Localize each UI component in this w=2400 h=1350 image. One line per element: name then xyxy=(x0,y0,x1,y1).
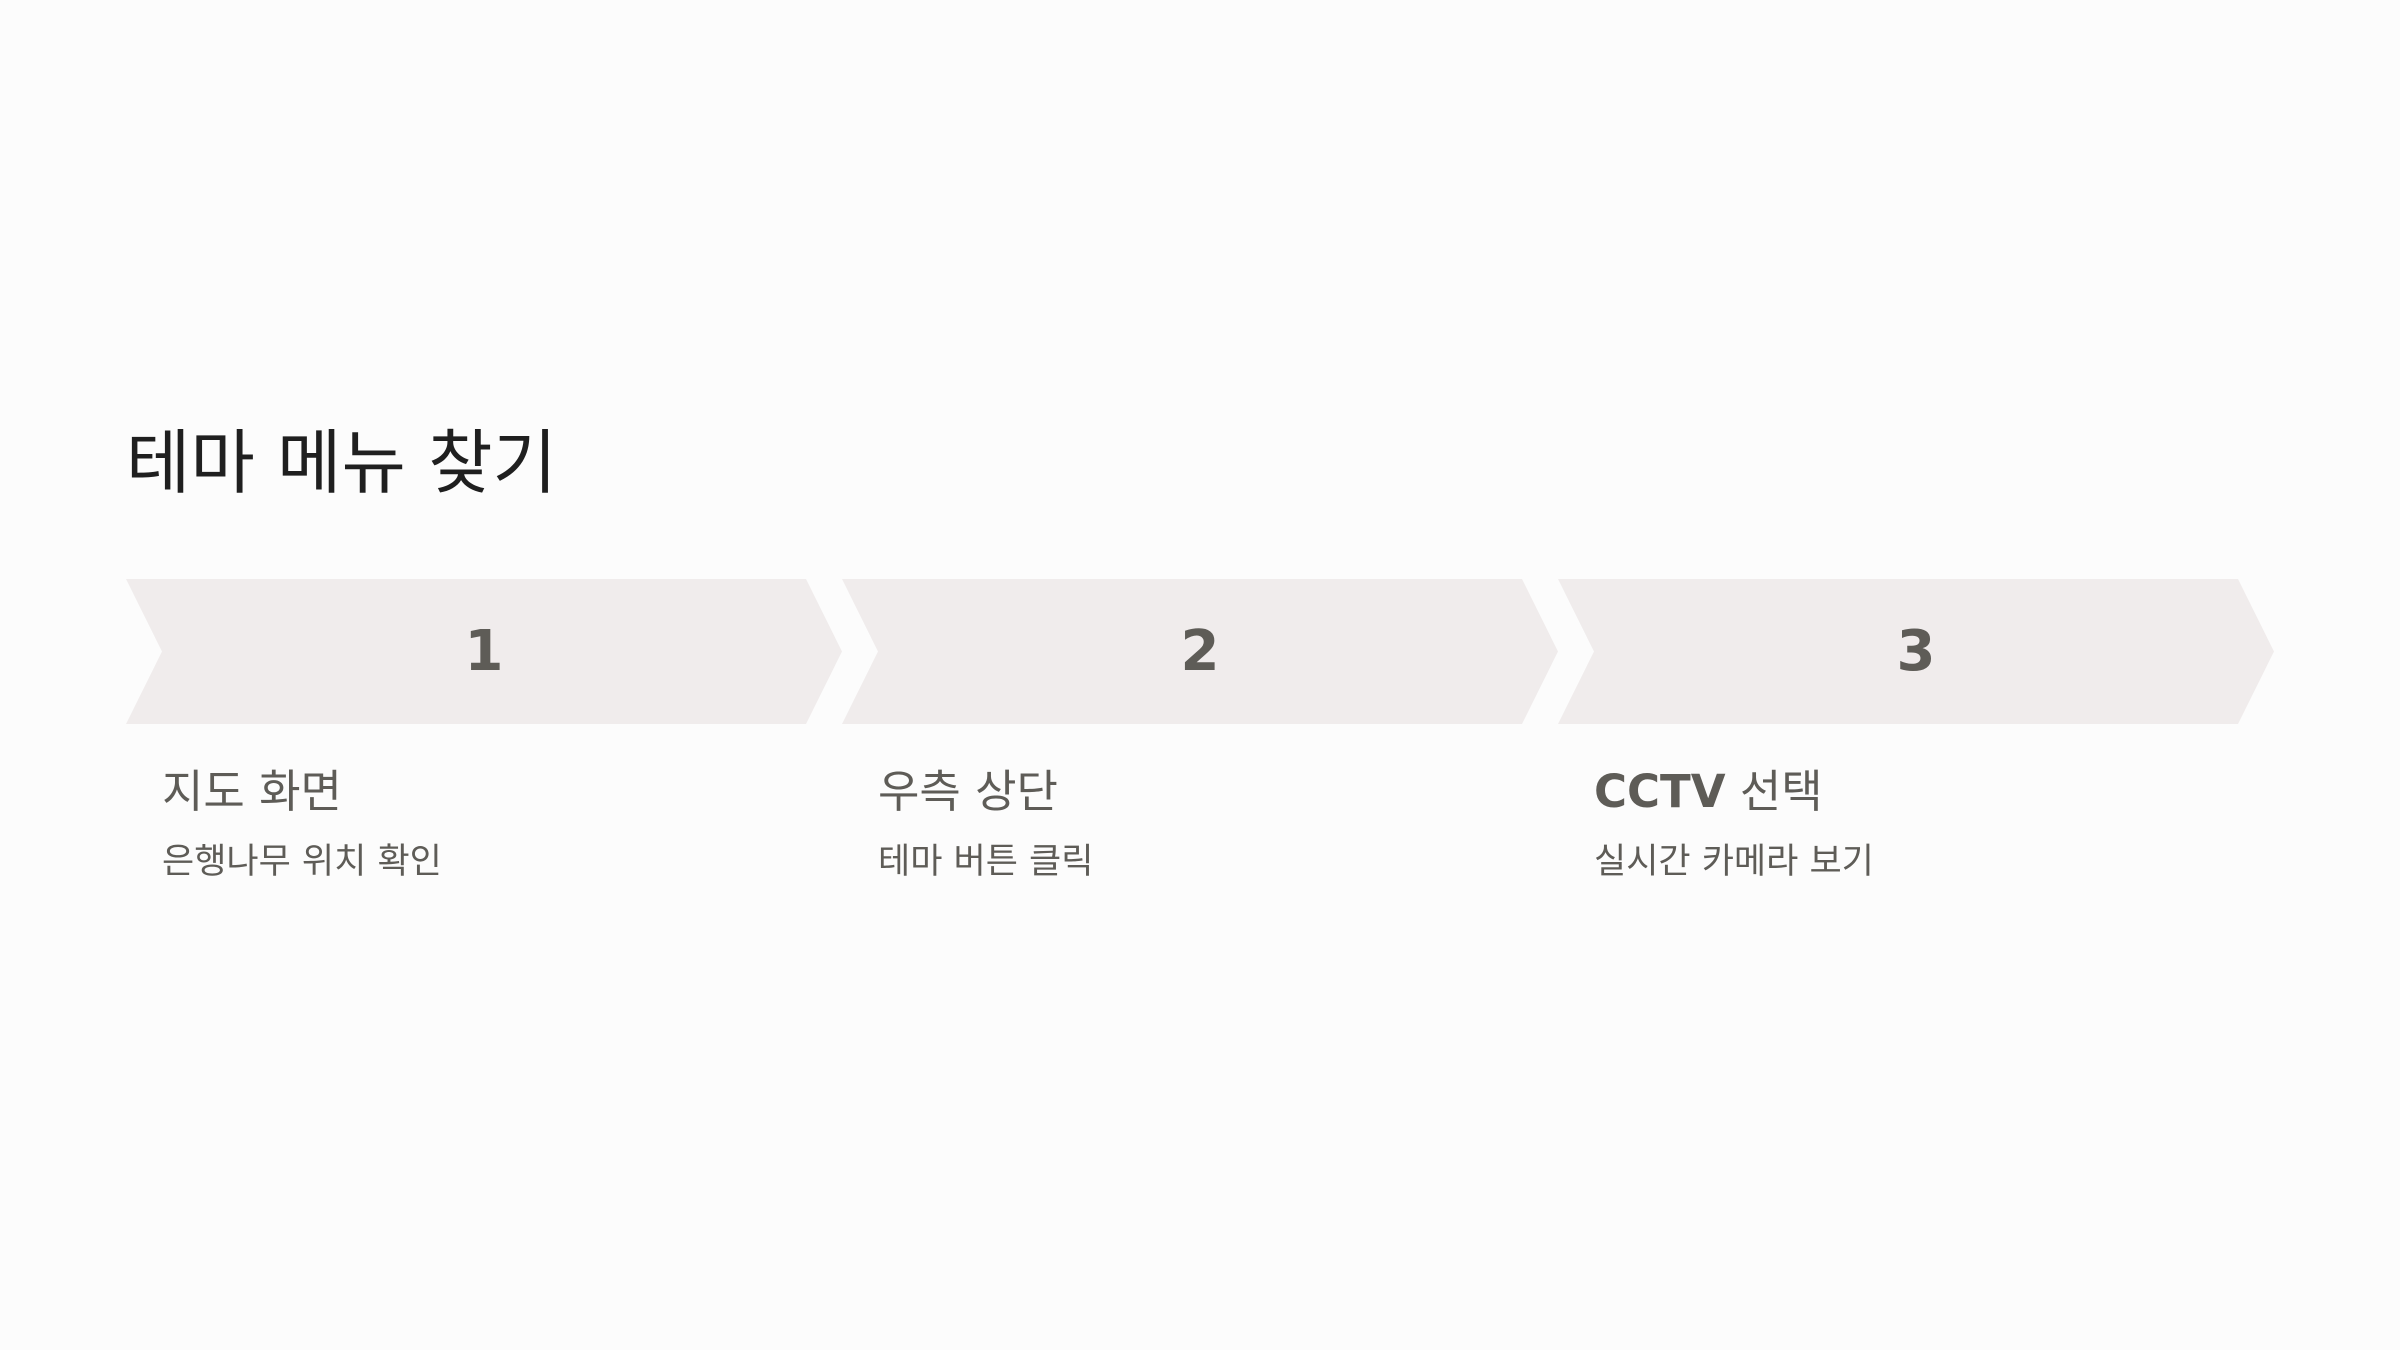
step-title: 우측 상단 xyxy=(878,765,1058,818)
step-chevron: 2 xyxy=(842,579,1558,724)
step-chevron: 3 xyxy=(1558,579,2274,724)
step-chevron: 1 xyxy=(126,579,842,724)
step-title-latin: CCTV xyxy=(1594,765,1726,818)
page-title: 테마 메뉴 찾기 xyxy=(126,422,557,504)
step-description: 테마 버튼 클릭 xyxy=(878,842,1094,882)
chevron-shape xyxy=(1558,579,2274,724)
step-number: 2 xyxy=(1180,619,1220,684)
step-title: CCTV 선택 xyxy=(1594,757,1823,827)
step-1: 1 지도 화면 은행나무 위치 확인 xyxy=(126,579,842,882)
step-description: 실시간 카메라 보기 xyxy=(1594,842,1874,882)
chevron-shape xyxy=(842,579,1558,724)
step-description: 은행나무 위치 확인 xyxy=(162,842,442,882)
chevron-shape xyxy=(126,579,842,724)
step-number: 1 xyxy=(464,619,504,684)
step-title-rest: 선택 xyxy=(1725,765,1823,818)
step-2: 2 우측 상단 테마 버튼 클릭 xyxy=(842,579,1558,882)
step-number: 3 xyxy=(1896,619,1936,684)
step-title: 지도 화면 xyxy=(162,765,342,818)
step-3: 3 CCTV 선택 실시간 카메라 보기 xyxy=(1558,579,2274,882)
